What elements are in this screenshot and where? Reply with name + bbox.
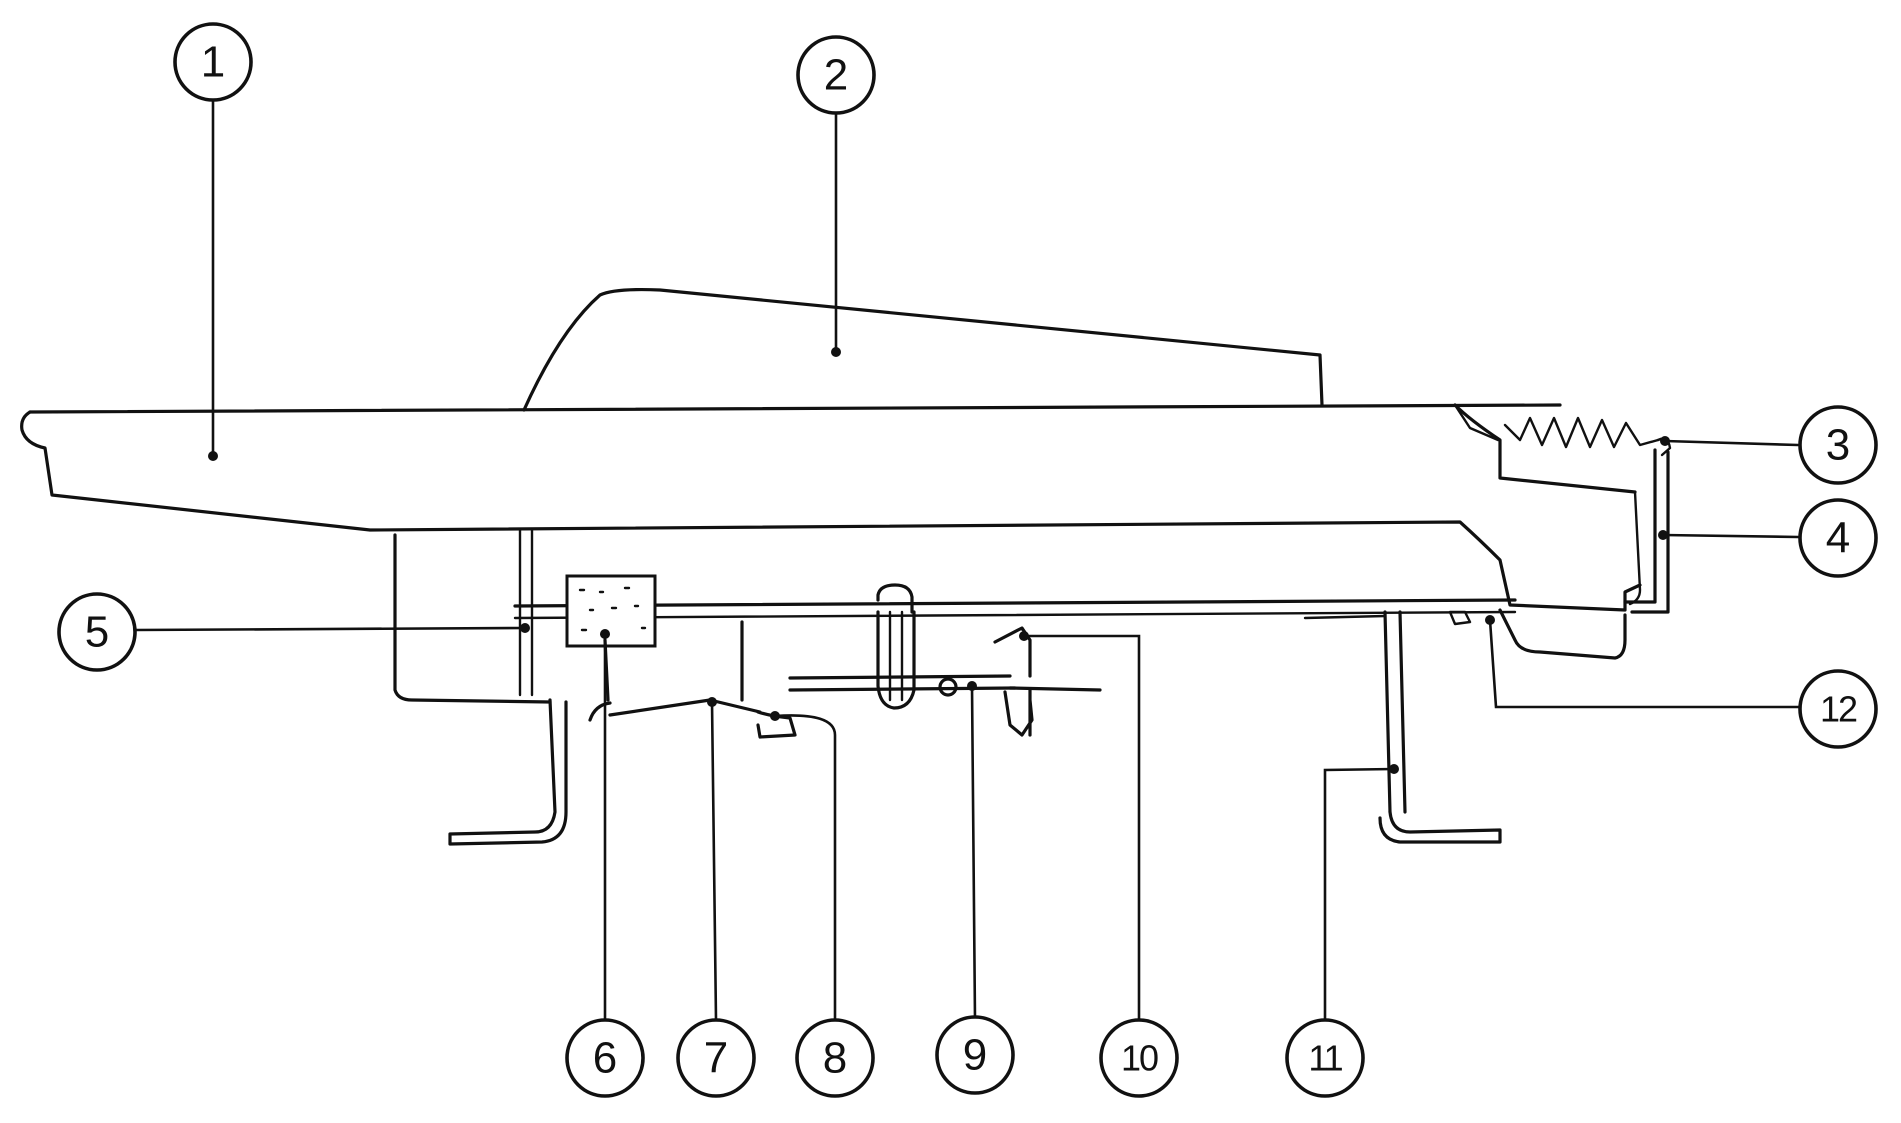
callout-8: 8 [795,1018,875,1098]
callout-5: 5 [57,592,137,672]
callout-1-label: 1 [201,38,225,87]
anchor-dot-12 [1485,615,1495,625]
right-lever-body [1628,490,1642,606]
main-body-outline [20,410,1642,612]
main-body-right-notch [1453,403,1500,442]
linkage-bar [608,698,762,717]
anchor-dot-9 [967,681,977,691]
leader-12 [1488,618,1800,709]
leader-7 [710,700,718,1022]
leader-3 [1663,439,1800,447]
spring-coil [1503,416,1660,449]
center-stud-thread [888,610,904,702]
anchor-dot-2 [831,347,841,357]
tab-12 [1448,610,1472,626]
left-foot-bracket [448,698,568,846]
callout-7-label: 7 [704,1034,728,1083]
callout-9-label: 9 [963,1031,987,1080]
callout-11: 11 [1285,1018,1365,1098]
pawl-10 [993,626,1034,737]
anchor-dot-4 [1658,530,1668,540]
callout-6: 6 [565,1018,645,1098]
callout-7: 7 [676,1018,756,1098]
right-foot-post [1383,610,1407,814]
anchor-dot-8 [770,711,780,721]
right-foot-bracket [1378,810,1502,844]
leader-8 [773,714,837,1022]
callout-9: 9 [935,1015,1015,1095]
leader-4 [1661,533,1800,539]
anchor-dot-1 [208,451,218,461]
callout-10-label: 10 [1121,1038,1158,1079]
right-foot-plate [1303,614,1387,620]
main-shaft-lower [513,610,1517,620]
leader-10 [1022,634,1141,1022]
leader-11 [1323,767,1396,1022]
callout-12-label: 12 [1820,689,1857,730]
callout-4: 4 [1798,498,1878,578]
right-bracket-lower [1498,608,1627,660]
callout-5-label: 5 [85,608,109,657]
anchor-dot-11 [1389,764,1399,774]
callout-3-label: 3 [1826,421,1850,470]
callout-11-label: 11 [1308,1038,1342,1079]
callout-4-label: 4 [1826,514,1850,563]
main-shaft [513,598,1517,608]
upper-cover-outline [522,287,1324,412]
callout-6-label: 6 [593,1034,617,1083]
center-stud-outline [876,583,916,710]
main-body-right-bevel [1453,403,1637,494]
cross-arm [788,674,1017,692]
callout-3: 3 [1798,405,1878,485]
anchor-dot-6 [600,629,610,639]
cross-arm-extension [1008,686,1102,692]
leader-9 [970,684,977,1022]
callout-8-label: 8 [823,1034,847,1083]
anchor-dot-10 [1019,631,1029,641]
anchor-dot-3 [1660,436,1670,446]
square-block [565,574,657,648]
leader-5 [133,626,527,632]
callout-10: 10 [1099,1018,1179,1098]
callout-12: 12 [1798,669,1878,749]
left-column-outline [393,533,552,704]
main-body-top-edge [28,403,1562,414]
callout-2: 2 [796,35,876,115]
square-block-hatch [578,586,647,632]
anchor-dot-5 [520,623,530,633]
cross-arm-pivot [938,677,958,697]
callout-2-label: 2 [824,51,848,100]
pendant-hook [588,701,612,722]
callout-1: 1 [173,22,253,102]
anchor-dot-7 [707,697,717,707]
